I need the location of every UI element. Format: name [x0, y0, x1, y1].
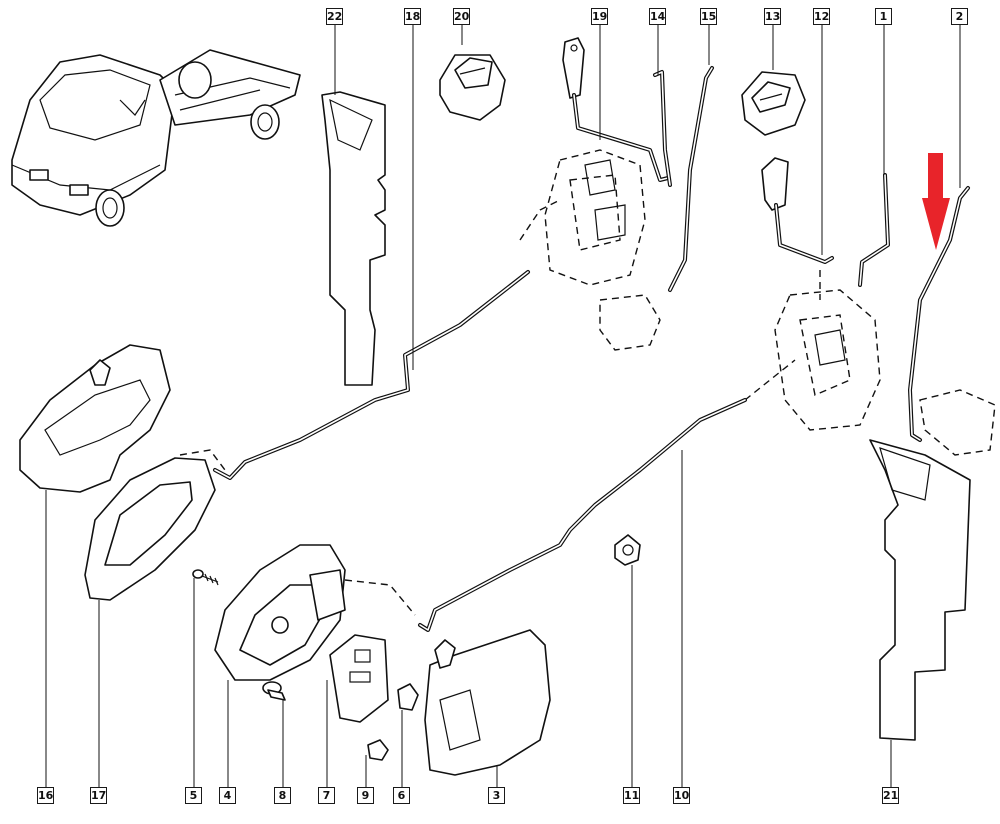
part-7-bracket	[329, 634, 389, 723]
callout-22: 22	[326, 8, 343, 25]
part-8-screw	[262, 681, 286, 701]
callout-15: 15	[700, 8, 717, 25]
callout-3: 3	[488, 787, 505, 804]
callout-8: 8	[274, 787, 291, 804]
part-21-panel	[869, 439, 971, 741]
part-4-housing	[214, 544, 416, 681]
callout-14: 14	[649, 8, 666, 25]
part-6-clip	[397, 683, 419, 711]
part-20-grommet	[439, 54, 506, 121]
highlight-arrow-icon	[922, 153, 950, 250]
part-22-panel	[321, 91, 386, 386]
left-lock-mechanism	[519, 149, 661, 351]
callout-17: 17	[90, 787, 107, 804]
leader-lines	[45, 25, 961, 787]
part-17-handle	[84, 449, 226, 601]
part-10-rod	[418, 398, 747, 632]
part-5-screw	[192, 569, 219, 586]
part-13-grommet	[741, 71, 806, 136]
part-19-rod	[562, 37, 670, 182]
part-9-clip	[367, 739, 389, 761]
part-12-rod	[761, 157, 834, 264]
callout-21: 21	[882, 787, 899, 804]
callout-13: 13	[764, 8, 781, 25]
callout-9: 9	[357, 787, 374, 804]
callout-19: 19	[591, 8, 608, 25]
callout-10: 10	[673, 787, 690, 804]
callout-18: 18	[404, 8, 421, 25]
chassis-cab-van-icon	[11, 49, 301, 227]
callout-7: 7	[318, 787, 335, 804]
right-lock-mechanism	[744, 270, 996, 456]
part-3-trim	[424, 629, 551, 776]
part-16-trim	[19, 344, 171, 493]
part-1-rod	[858, 173, 890, 287]
part-11-clip	[614, 534, 641, 566]
callout-20: 20	[453, 8, 470, 25]
callout-12: 12	[813, 8, 830, 25]
callout-16: 16	[37, 787, 54, 804]
callout-6: 6	[393, 787, 410, 804]
callout-5: 5	[185, 787, 202, 804]
callout-2: 2	[951, 8, 968, 25]
callout-11: 11	[623, 787, 640, 804]
part-15-rod	[668, 66, 714, 292]
callout-4: 4	[219, 787, 236, 804]
callout-1: 1	[875, 8, 892, 25]
